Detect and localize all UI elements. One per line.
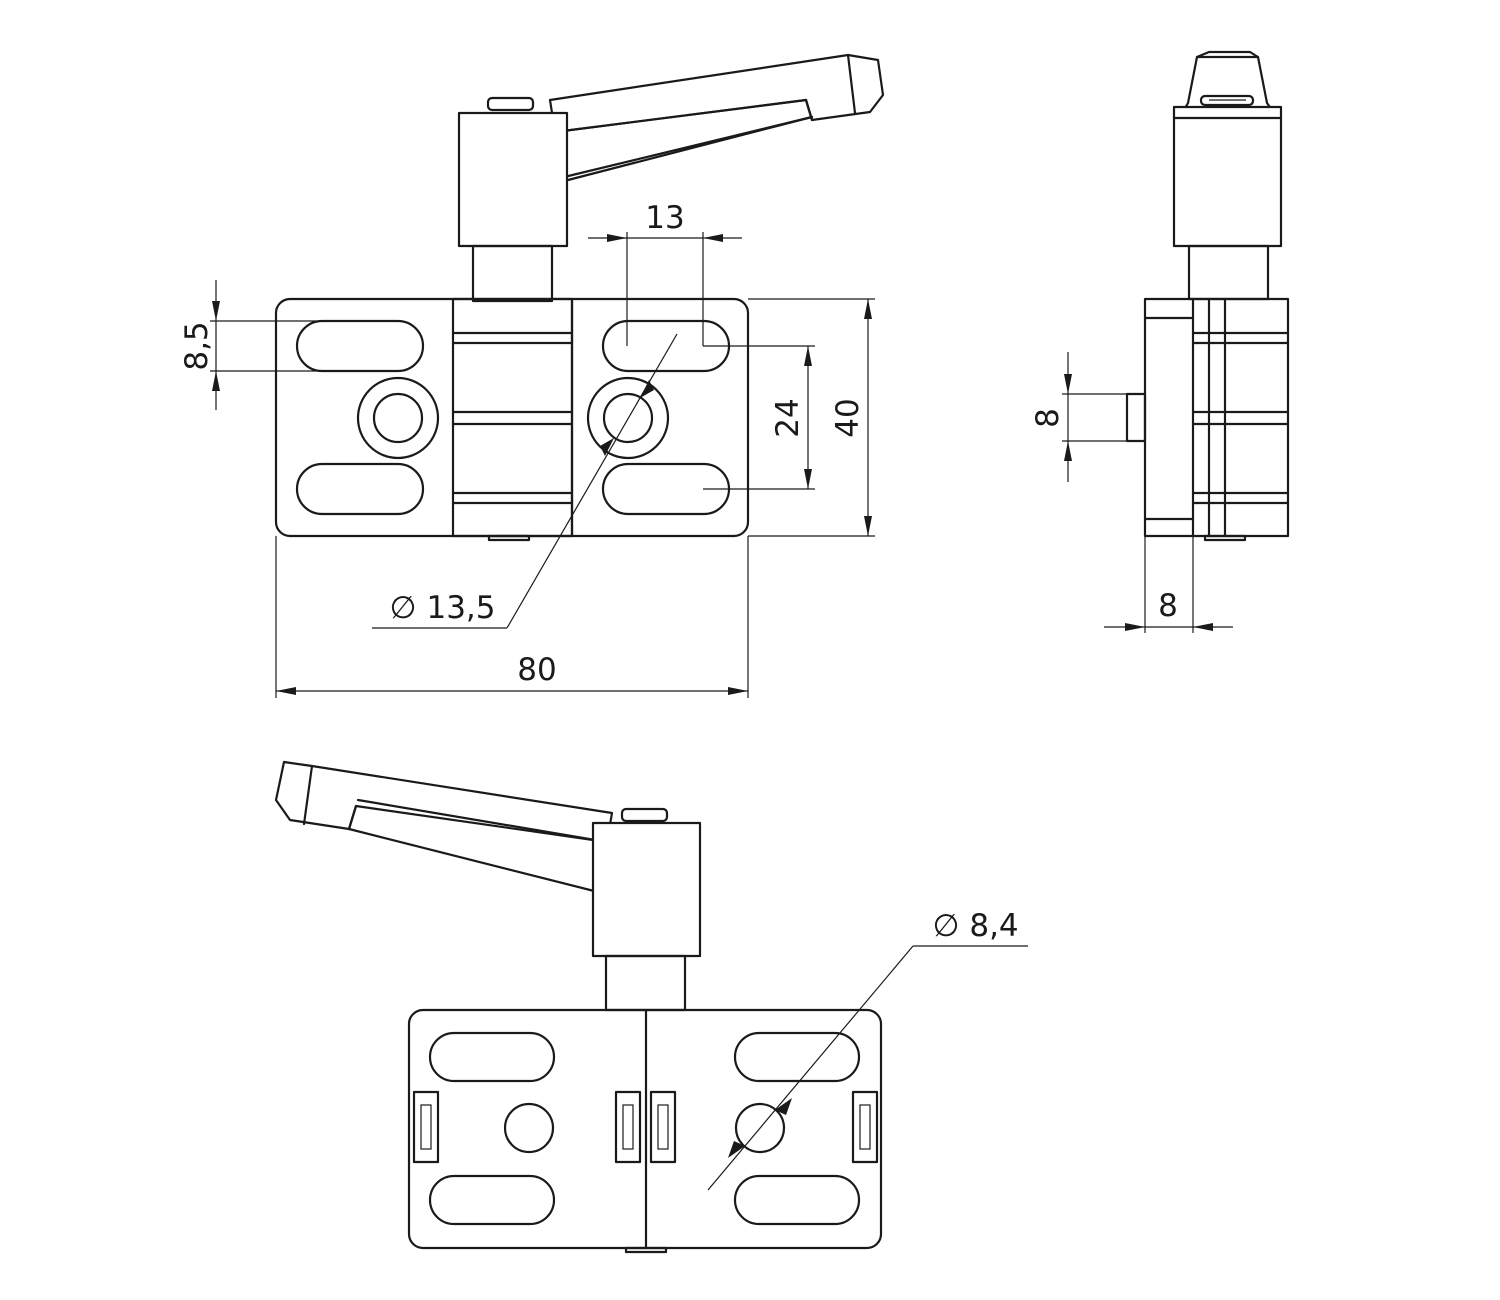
dim-label-slot-width: 8,5 xyxy=(179,321,215,370)
rear-view xyxy=(274,760,883,1254)
hinge-side-body xyxy=(1143,297,1290,542)
dimension-slot-pitch: 24 xyxy=(703,345,815,490)
dimension-slot-width: 8,5 xyxy=(179,280,320,410)
clamp-shaft xyxy=(604,954,687,1012)
clamp-shaft xyxy=(471,244,554,303)
dim-label-height: 40 xyxy=(830,398,866,437)
dim-label-side-thickness: 8 xyxy=(1158,588,1178,624)
dim-label-bore-diameter: 13,5 xyxy=(426,590,495,626)
dim-label-slot-spacing: 13 xyxy=(645,200,684,236)
dimension-side-thickness: 8 xyxy=(1104,536,1233,633)
dim-symbol-bore-diameter: ∅ xyxy=(389,590,416,626)
locating-pin xyxy=(1125,392,1147,443)
clamp-lever xyxy=(274,760,702,958)
lever-knob xyxy=(1182,50,1274,112)
hinge-knuckle xyxy=(451,297,574,542)
dim-label-slot-pitch: 24 xyxy=(770,398,806,437)
clip-tab xyxy=(614,1090,642,1164)
dimension-length: 80 xyxy=(275,536,749,698)
clip-tab xyxy=(412,1090,440,1164)
slot xyxy=(733,1174,861,1226)
slot xyxy=(295,319,425,373)
dimension-height: 40 xyxy=(748,298,875,537)
clamp-shaft xyxy=(1187,244,1270,301)
dim-symbol-hole-diameter: ∅ xyxy=(932,908,959,944)
counterbore xyxy=(356,376,440,460)
hole xyxy=(734,1102,786,1154)
slot xyxy=(428,1174,556,1226)
lever-boss xyxy=(1172,105,1283,248)
clip-tab xyxy=(649,1090,677,1164)
dimension-slot-spacing: 13 xyxy=(588,200,742,346)
slot xyxy=(428,1031,556,1083)
side-view xyxy=(1125,50,1290,542)
dim-label-hole-diameter: 8,4 xyxy=(969,908,1018,944)
dim-label-side-pin: 8 xyxy=(1030,408,1066,428)
dim-label-length: 80 xyxy=(517,652,556,688)
clip-tab xyxy=(851,1090,879,1164)
front-view xyxy=(274,53,885,542)
hole xyxy=(503,1102,555,1154)
slot xyxy=(295,462,425,516)
hole xyxy=(602,392,654,444)
hole xyxy=(372,392,424,444)
dimension-hole-diameter: ∅ 8,4 xyxy=(707,908,1028,1191)
clamp-lever xyxy=(457,53,885,248)
dimension-side-pin: 8 xyxy=(1030,352,1130,482)
counterbore xyxy=(586,376,670,460)
slot xyxy=(733,1031,861,1083)
dimension-bore-diameter: ∅ 13,5 xyxy=(372,333,678,629)
